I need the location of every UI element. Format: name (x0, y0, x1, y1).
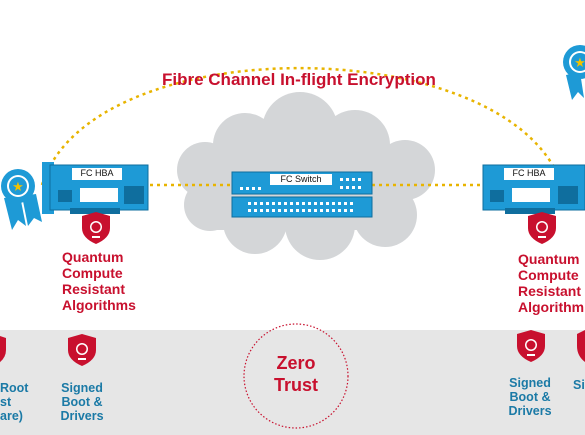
award-ribbon-icon: ★ (563, 45, 585, 100)
switch-label: FC Switch (280, 174, 322, 184)
right-edge-label: Si (573, 378, 585, 392)
shield-icon (0, 336, 6, 363)
zero-trust-label: Zero Trust (273, 353, 318, 395)
left-edge-label: Root st are) (0, 381, 29, 423)
signed-boot-right: Signed Boot & Drivers (508, 376, 552, 418)
right-hba-label: FC HBA (512, 168, 546, 178)
shield-icon (528, 212, 556, 244)
svg-text:★: ★ (574, 56, 585, 71)
shield-icon (517, 330, 545, 362)
right-hba-card (482, 164, 585, 214)
left-hba-label: FC HBA (80, 168, 114, 178)
encryption-arc (40, 66, 562, 186)
signed-boot-left: Signed Boot & Drivers (60, 381, 104, 423)
trust-band (0, 330, 585, 435)
shield-icon (577, 330, 585, 362)
fc-switch (231, 171, 373, 218)
left-hba-card (42, 162, 149, 214)
award-ribbon-icon: ★ (1, 169, 42, 230)
shield-icon (82, 212, 110, 244)
shield-icon (68, 334, 96, 366)
zero-trust-circle (243, 323, 349, 429)
svg-text:★: ★ (12, 180, 24, 195)
diagram-title: Fibre Channel In-flight Encryption (162, 70, 436, 89)
quantum-label-right: Quantum Compute Resistant Algorithm (518, 251, 585, 315)
quantum-label-left: Quantum Compute Resistant Algorithms (62, 249, 136, 313)
